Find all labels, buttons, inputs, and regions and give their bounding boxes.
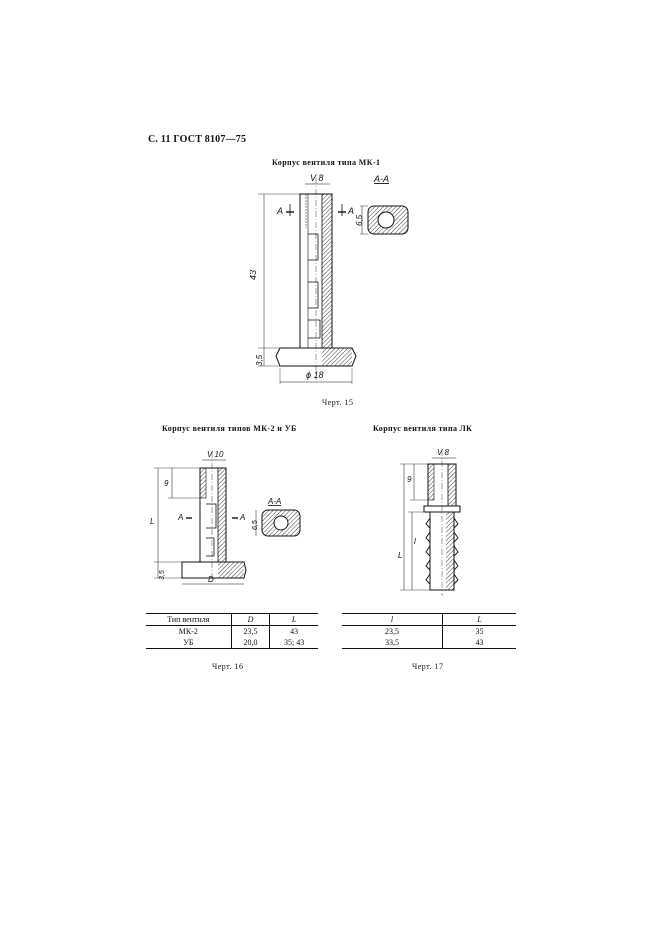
figure15-drawing: V 8 А А 43 3,5 ϕ 18 А-А 6,5 — [250, 173, 409, 384]
table-header: L — [441, 613, 516, 626]
figure17-title: Корпус вентиля типа ЛК — [373, 424, 473, 433]
figure17-dim-l: l — [414, 537, 416, 546]
table-header: Тип вентиля — [146, 613, 232, 626]
figure15-dim-diameter: ϕ 18 — [306, 370, 324, 380]
figure17-dim-L: L — [398, 551, 402, 560]
table-cell: 23,5 — [384, 627, 399, 636]
table-cell: УБ — [183, 638, 194, 647]
figure16-drawing: V 10 А А 9 L 3,5 D А-А 6,5 — [150, 450, 301, 585]
figure15-caption: Черт. 15 — [322, 398, 354, 407]
figure17-caption: Черт. 17 — [412, 662, 444, 671]
table-header: L — [269, 613, 318, 626]
figure15-cut-right-label: А — [347, 206, 354, 216]
figure16-cut-left-label: А — [177, 513, 183, 522]
figure16-thread-label: V 10 — [207, 450, 224, 459]
figure16-cut-right-label: А — [239, 513, 245, 522]
figure17-table: l L 23,5 35 33,5 43 — [342, 613, 516, 649]
table-cell: 23,5 — [230, 625, 270, 637]
table-header: l — [342, 613, 443, 626]
table-row: 23,5 35 — [342, 625, 516, 637]
figure17-dim-top: 9 — [407, 475, 412, 484]
figure16-section-label: А-А — [267, 497, 281, 506]
page-header: С. 11 ГОСТ 8107—75 — [148, 134, 247, 145]
figure16-dim-top: 9 — [164, 479, 169, 488]
table-cell: МК-2 — [178, 627, 198, 636]
figure16-dim-flange: 3,5 — [159, 570, 166, 580]
figure15-section-label: А-А — [373, 174, 389, 184]
table-header-row: l L — [342, 613, 516, 626]
figure15-dim-flange: 3,5 — [255, 354, 264, 366]
figure17-thread-label: V 8 — [437, 448, 450, 457]
table-header: D — [230, 613, 270, 626]
table-cell: 35; 43 — [269, 637, 318, 649]
figure15-cut-left-label: А — [276, 206, 283, 216]
table-cell: 20,0 — [230, 637, 270, 649]
figure16-title: Корпус вентиля типов МК-2 и УБ — [162, 424, 297, 433]
table-row: 33,5 43 — [342, 637, 516, 649]
figure16-dim-diameter: D — [208, 575, 214, 584]
figure16-dim-length: L — [150, 517, 154, 526]
table-row: УБ 20,0 35; 43 — [146, 637, 318, 649]
figure15-dim-height: 43 — [250, 270, 258, 280]
table-row: МК-2 23,5 43 — [146, 625, 318, 637]
figure16-table: Тип вентиля D L МК-2 23,5 43 УБ 20,0 35;… — [146, 613, 318, 649]
figure15-dim-width: 6,5 — [355, 214, 364, 226]
table-cell: 43 — [269, 625, 318, 637]
table-header-row: Тип вентиля D L — [146, 613, 318, 626]
figure16-dim-width: 6,5 — [252, 520, 259, 530]
figure15-title: Корпус вентиля типа МК-1 — [272, 158, 381, 167]
table-cell: 33,5 — [384, 638, 399, 647]
table-cell: 35 — [441, 625, 516, 637]
figure16-caption: Черт. 16 — [212, 662, 244, 671]
figure17-drawing: V 8 9 l L — [398, 448, 461, 596]
figure15-thread-label: V 8 — [310, 173, 324, 183]
table-cell: 43 — [441, 637, 516, 649]
